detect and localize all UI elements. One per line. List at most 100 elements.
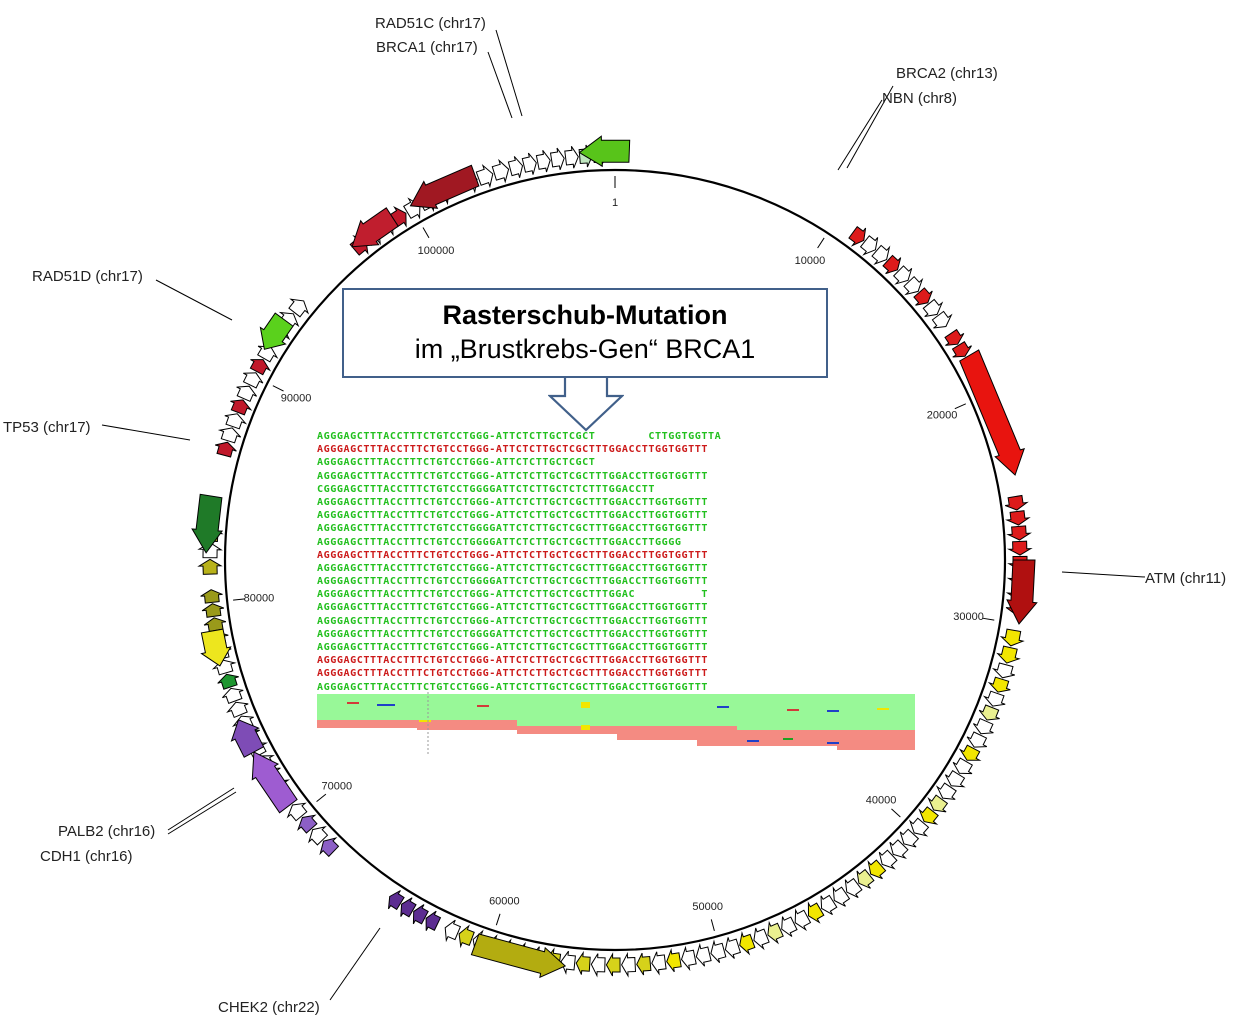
tick-label: 100000: [418, 245, 455, 257]
mismatch-mark: [419, 720, 431, 722]
leader-line: [846, 85, 894, 169]
small-exon-arrow: [197, 558, 223, 575]
alignment-read: AGGGAGCTTTACCTTTCTGTCCTGGG-ATTCTCTTGCTCG…: [317, 457, 596, 469]
mismatch-mark: [827, 742, 839, 744]
alignment-read: AGGGAGCTTTACCTTTCTGTCCTGGG-ATTCTCTTGCTCG…: [317, 602, 708, 614]
small-exon-arrow: [636, 952, 652, 976]
small-exon-arrow: [794, 908, 812, 932]
small-exon-arrow: [288, 298, 310, 318]
sequence-alignment: AGGGAGCTTTACCTTTCTGTCCTGGG-ATTCTCTTGCTCG…: [317, 430, 915, 694]
small-exon-arrow: [899, 828, 920, 848]
gene-label-cdh1: CDH1 (chr16): [40, 848, 133, 865]
gene-arrow: [200, 628, 232, 667]
alignment-read: AGGGAGCTTTACCTTTCTGTCCTGGG-ATTCTCTTGCTCG…: [317, 681, 708, 693]
small-exon-arrow: [230, 399, 253, 416]
small-exon-arrow: [987, 676, 1011, 693]
small-exon-arrow: [982, 690, 1006, 707]
small-exon-arrow: [767, 920, 784, 945]
small-exon-arrow: [286, 802, 308, 822]
mismatch-mark: [783, 738, 793, 740]
small-exon-arrow: [927, 794, 949, 813]
gene-label-brca2: BRCA2 (chr13): [896, 65, 998, 82]
tick-label: 10000: [795, 255, 826, 267]
small-exon-arrow: [297, 814, 318, 834]
alignment-read: AGGGAGCTTTACCTTTCTGTCCTGGGGATTCTCTTGCTCG…: [317, 523, 708, 535]
leader-line: [101, 424, 191, 441]
gene-arrow: [1006, 559, 1038, 625]
small-exon-arrow: [1006, 540, 1033, 556]
gene-arrow: [230, 719, 265, 758]
leader-line: [167, 791, 237, 835]
small-exon-arrow: [935, 782, 957, 800]
small-exon-arrow: [307, 826, 329, 846]
mismatch-mark: [377, 704, 395, 706]
small-exon-arrow: [944, 328, 965, 346]
mismatch-mark: [787, 709, 799, 711]
mismatch-mark: [477, 705, 489, 707]
small-exon-arrow: [856, 868, 875, 889]
small-exon-arrow: [564, 146, 579, 169]
alignment-read: AGGGAGCTTTACCTTTCTGTCCTGGG-ATTCTCTTGCTCG…: [317, 510, 708, 522]
small-exon-arrow: [200, 589, 223, 604]
small-exon-arrow: [966, 731, 988, 748]
small-exon-arrow: [215, 441, 237, 458]
alignment-read: CGGGAGCTTTACCTTTCTGTCCTGGGGATTCTCTTGCTCT…: [317, 483, 655, 495]
small-exon-arrow: [903, 275, 924, 296]
tick-label: 20000: [927, 409, 958, 421]
small-exon-arrow: [753, 927, 770, 951]
small-exon-arrow: [952, 757, 973, 775]
leader-line: [487, 51, 513, 119]
small-exon-arrow: [400, 897, 417, 918]
alignment-read: AGGGAGCTTTACCTTTCTGTCCTGGG-ATTCTCTTGCTCG…: [317, 444, 708, 456]
small-exon-arrow: [236, 385, 258, 402]
small-exon-arrow: [621, 951, 637, 978]
coverage-forward: [317, 694, 915, 730]
alignment-read: AGGGAGCTTTACCTTTCTGTCCTGGG-ATTCTCTTGCTCG…: [317, 655, 708, 667]
small-exon-arrow: [217, 673, 239, 690]
tick-mark: [233, 598, 246, 601]
gene-arrow: [259, 312, 294, 350]
tick-mark: [422, 227, 430, 239]
tick-label: 1: [612, 197, 618, 209]
small-exon-arrow: [242, 372, 264, 389]
small-exon-arrow: [922, 298, 944, 317]
leader-line: [1061, 571, 1146, 578]
tick-mark: [982, 617, 995, 621]
small-exon-arrow: [201, 603, 225, 618]
coverage-reverse: [317, 720, 915, 750]
tick-label: 60000: [489, 895, 520, 907]
small-exon-arrow: [224, 413, 248, 430]
small-exon-arrow: [944, 770, 966, 788]
small-exon-arrow: [1005, 510, 1031, 526]
small-exon-arrow: [1005, 494, 1029, 511]
small-exon-arrow: [651, 951, 667, 976]
alignment-read: AGGGAGCTTTACCTTTCTGTCCTGGG-ATTCTCTTGCTCG…: [317, 642, 708, 653]
small-exon-arrow: [844, 877, 863, 898]
small-exon-arrow: [680, 945, 697, 972]
small-exon-arrow: [882, 254, 902, 275]
small-exon-arrow: [535, 149, 551, 173]
tick-mark: [272, 385, 284, 392]
tick-mark: [710, 919, 715, 932]
gene-label-atm: ATM (chr11): [1145, 570, 1226, 587]
tick-mark: [316, 793, 327, 803]
gene-label-palb2: PALB2 (chr16): [58, 823, 155, 840]
small-exon-arrow: [590, 953, 606, 978]
small-exon-arrow: [549, 147, 565, 170]
alignment-read: AGGGAGCTTTACCTTTCTGTCCTGGG-ATTCTCTTGCTCG…: [317, 496, 708, 508]
small-exon-arrow: [991, 662, 1015, 679]
alignment-read: AGGGAGCTTTACCTTTCTGTCCTGGG-ATTCTCTTGCTCG…: [317, 431, 722, 442]
small-exon-arrow: [425, 910, 442, 931]
small-exon-arrow: [217, 427, 242, 444]
mismatch-mark: [581, 702, 590, 708]
small-exon-arrow: [475, 163, 494, 189]
small-exon-arrow: [781, 916, 798, 937]
small-exon-arrow: [820, 894, 838, 916]
gene-arrow: [578, 135, 631, 168]
small-exon-arrow: [695, 942, 712, 967]
tick-mark: [495, 913, 501, 926]
alignment-read: AGGGAGCTTTACCTTTCTGTCCTGGG-ATTCTCTTGCTCG…: [317, 470, 708, 482]
mismatch-mark: [717, 706, 729, 708]
tick-mark: [817, 237, 825, 249]
small-exon-arrow: [605, 952, 621, 977]
